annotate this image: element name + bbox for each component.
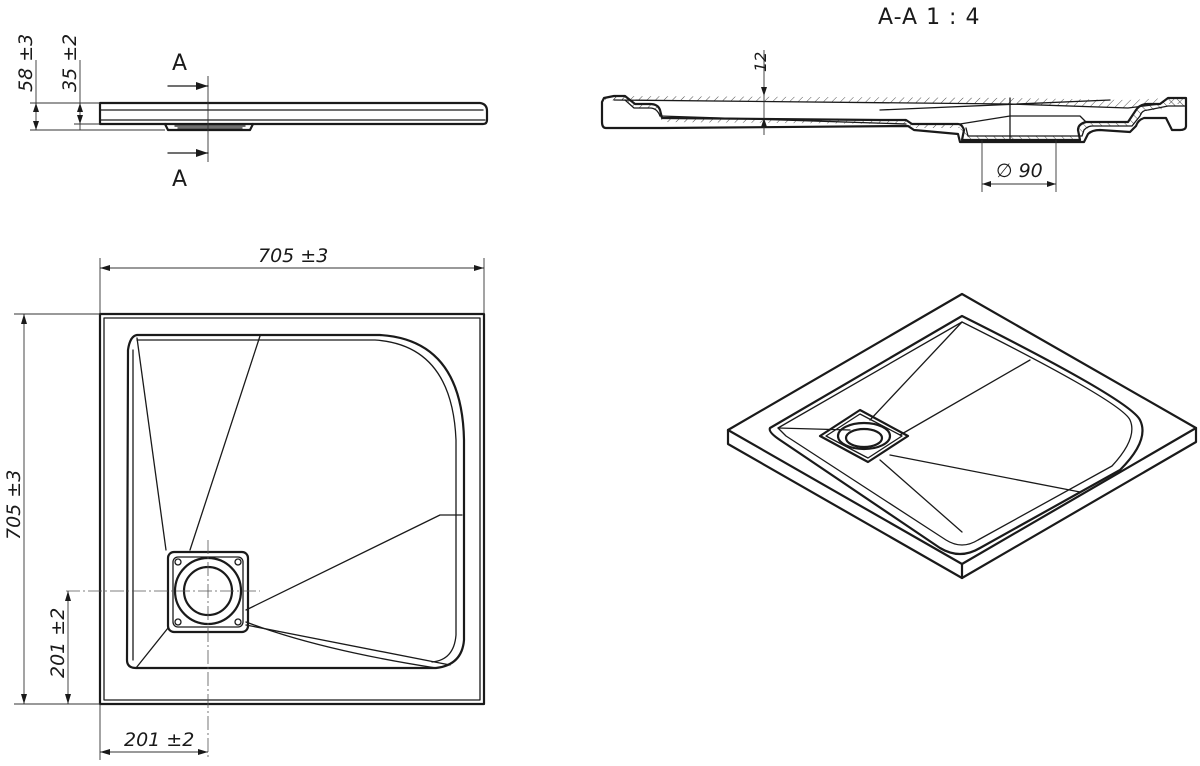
side-view: 58 ±3 35 ±2 A A — [15, 34, 489, 192]
dim-wall-thickness: 12 — [751, 52, 770, 72]
dim-width: 705 ±3 — [258, 245, 328, 267]
dim-drain-offset-y: 201 ±2 — [47, 608, 69, 678]
section-view: A-A 1 : 4 12 ∅ 90 — [600, 5, 1188, 192]
dim-tray-height: 35 ±2 — [59, 34, 81, 92]
dim-total-height: 58 ±3 — [15, 34, 37, 92]
section-title: A-A 1 : 4 — [878, 5, 980, 30]
plan-view: 705 ±3 705 ±3 201 ±2 201 ±2 — [3, 245, 486, 760]
dim-drain-offset-x: 201 ±2 — [124, 729, 194, 751]
isometric-view — [726, 292, 1198, 580]
section-marker-top: A — [172, 51, 188, 76]
dim-depth: 705 ±3 — [3, 470, 25, 540]
dim-drain-diameter: ∅ 90 — [996, 160, 1043, 182]
section-marker-bottom: A — [172, 167, 188, 192]
